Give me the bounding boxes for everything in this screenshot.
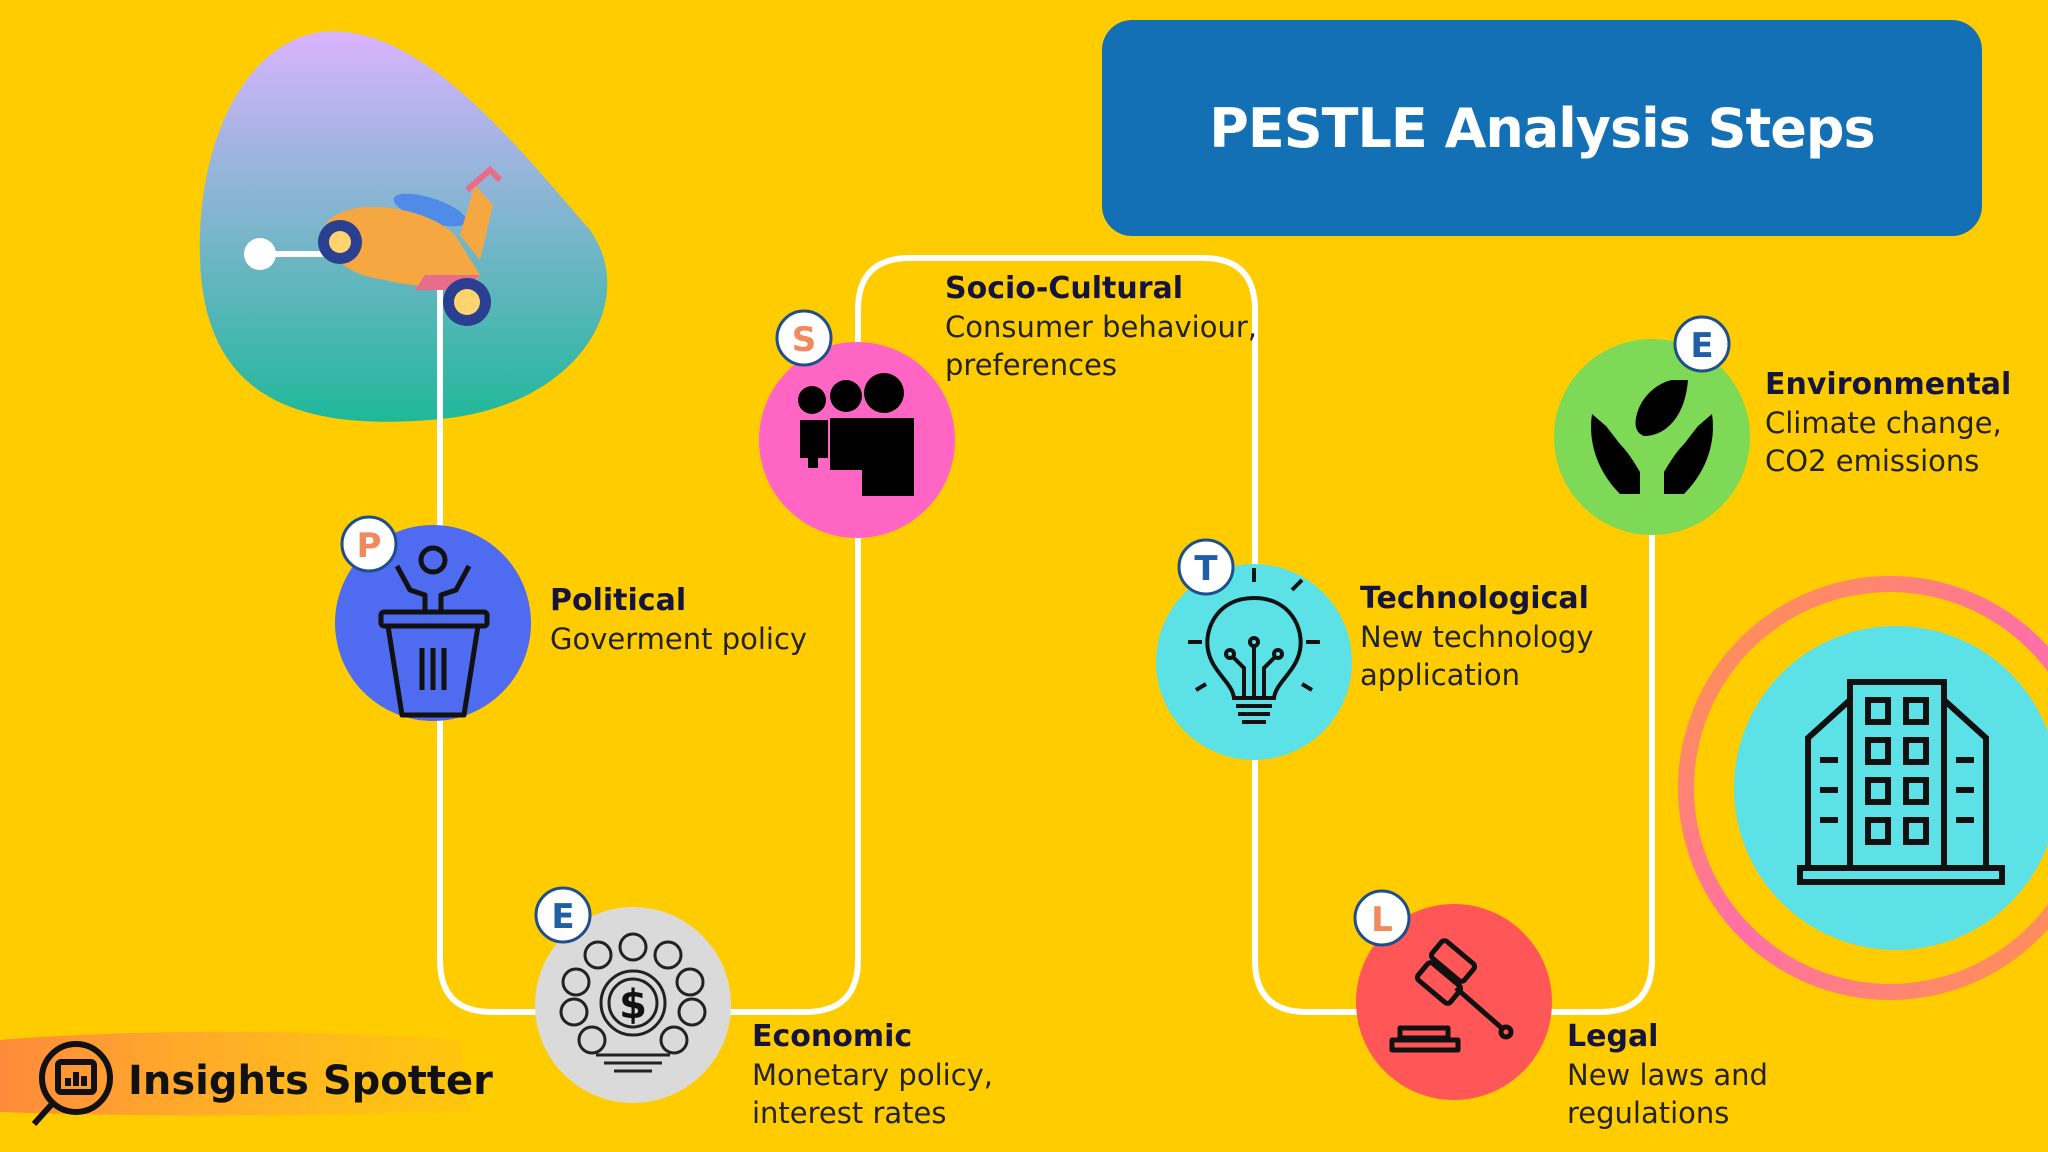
- step-desc: Monetary policy, interest rates: [752, 1058, 994, 1130]
- badge-letter-l: L: [1371, 900, 1393, 940]
- label-political: Political Goverment policy: [550, 582, 807, 658]
- step-heading: Socio-Cultural: [945, 271, 1184, 306]
- badge-legal: [1353, 889, 1411, 947]
- label-legal: Legal New laws and regulations: [1567, 1018, 1768, 1132]
- step-desc: Climate change, CO2 emissions: [1765, 406, 2002, 478]
- path-start-dot: [244, 238, 276, 270]
- step-heading: Environmental: [1765, 367, 2012, 402]
- step-heading: Legal: [1567, 1019, 1659, 1054]
- circle-env: [1554, 339, 1750, 535]
- badge-letter-e2: E: [1690, 326, 1713, 366]
- badge-letter-e1: E: [551, 897, 574, 937]
- hands-leaf-icon: [1591, 380, 1713, 494]
- speaker-podium-icon: [378, 545, 490, 718]
- label-socio: Socio-Cultural Consumer behaviour, prefe…: [945, 270, 1257, 384]
- office-building-icon: [1797, 679, 2005, 885]
- badge-political: [340, 515, 398, 573]
- badge-env: [1673, 315, 1731, 373]
- scooter-icon: [318, 165, 503, 326]
- people-group-icon: [798, 373, 914, 496]
- badge-socio: [775, 309, 833, 367]
- gavel-icon: [1389, 938, 1514, 1053]
- step-desc: New technology application: [1360, 620, 1594, 692]
- badge-letter-p: P: [357, 526, 382, 566]
- dollar-sign-glyph: $: [619, 982, 647, 1028]
- circle-political: [335, 525, 531, 721]
- badge-tech: [1177, 538, 1235, 596]
- brand-brush: [0, 1031, 470, 1116]
- step-heading: Economic: [752, 1019, 913, 1054]
- label-tech: Technological New technology application: [1360, 580, 1594, 694]
- step-desc: Goverment policy: [550, 622, 808, 656]
- step-heading: Political: [550, 583, 687, 618]
- step-heading: Technological: [1360, 581, 1589, 616]
- title-banner: PESTLE Analysis Steps: [1102, 20, 1982, 236]
- badge-letter-s: S: [792, 320, 817, 360]
- badge-economic: [534, 886, 592, 944]
- badge-letter-t: T: [1194, 549, 1218, 589]
- step-desc: Consumer behaviour, preferences: [945, 310, 1257, 382]
- label-env: Environmental Climate change, CO2 emissi…: [1765, 366, 2011, 480]
- label-economic: Economic Monetary policy, interest rates: [752, 1018, 993, 1132]
- dollar-network-icon: [559, 932, 707, 1073]
- journey-path: [260, 251, 1655, 1015]
- magnifier-chart-icon: [31, 1041, 113, 1127]
- brand-name: Insights Spotter: [128, 1058, 493, 1104]
- page-title: PESTLE Analysis Steps: [1209, 96, 1875, 160]
- step-desc: New laws and regulations: [1567, 1058, 1768, 1130]
